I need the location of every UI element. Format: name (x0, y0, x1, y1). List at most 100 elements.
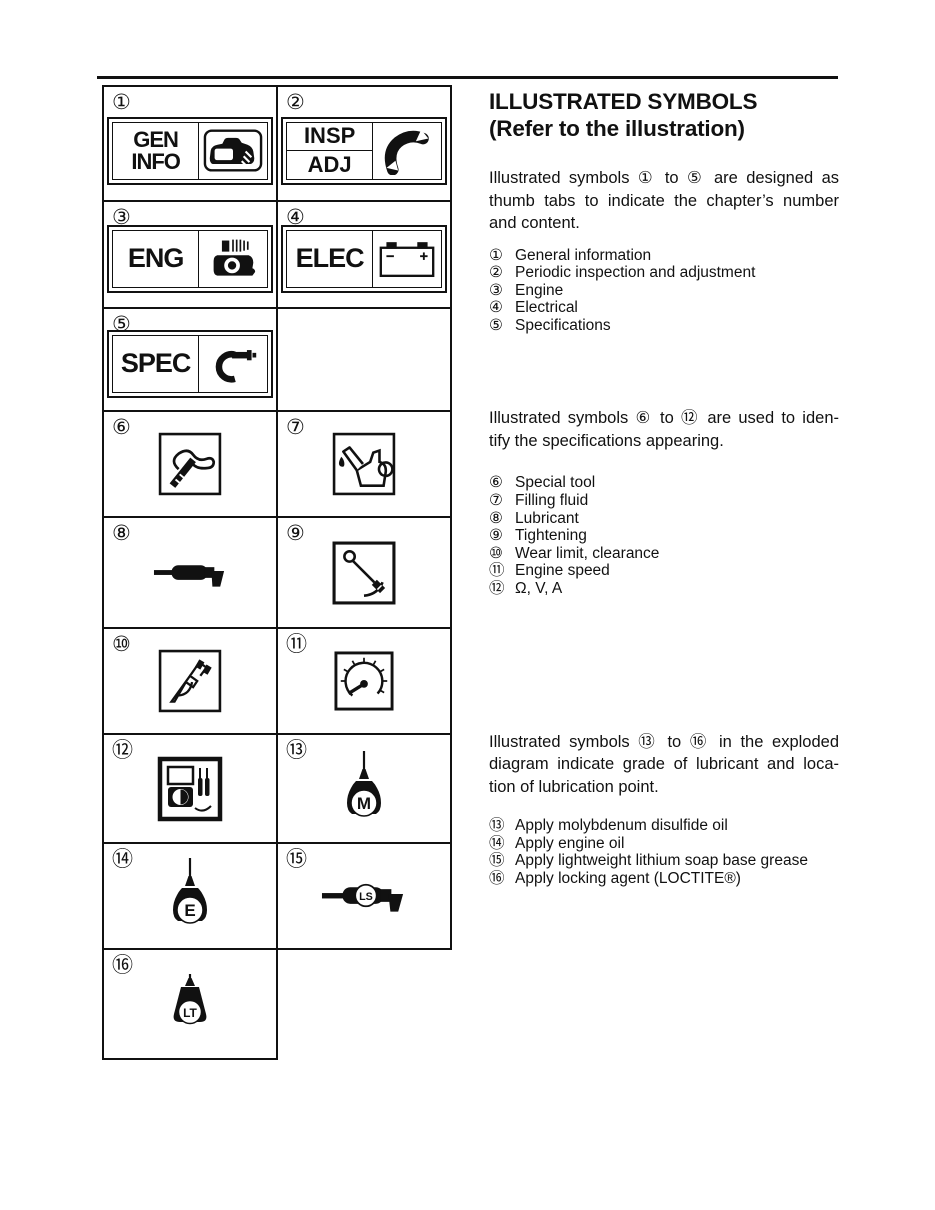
item-number: ⑪ (489, 562, 505, 580)
item-number: ② (489, 264, 503, 282)
item-label: Apply locking agent (LOCTITE®) (515, 869, 741, 887)
symbol-cell-16: ⑯ LT (104, 950, 278, 1060)
list-item: ⑩ Wear limit, clearance (489, 545, 839, 563)
tab-label: SPEC (113, 335, 200, 392)
content-column: ILLUSTRATED SYMBOLS (Refer to the illust… (489, 88, 839, 888)
symbol-cell-7: ⑦ (278, 412, 452, 518)
item-label: Specifications (515, 316, 611, 334)
list-item: ⑪ Engine speed (489, 562, 839, 580)
item-number: ① (489, 246, 503, 264)
cell-number: ⑦ (286, 416, 305, 439)
symbol-cell-1: ① GEN INFO (104, 87, 278, 202)
top-rule (97, 76, 838, 79)
item-label: Special tool (515, 474, 596, 492)
item-number: ④ (489, 299, 503, 317)
item-number: ⑥ (489, 474, 503, 492)
cell-number: ④ (286, 206, 305, 229)
chapter-tab-gen-info: GEN INFO (107, 116, 273, 185)
page-title: ILLUSTRATED SYMBOLS (489, 89, 758, 114)
cell-number: ⑨ (286, 522, 305, 545)
item-number: ⑤ (489, 316, 503, 334)
list-item: ⑦ Filling fluid (489, 492, 839, 510)
wrench-icon (373, 123, 441, 179)
cell-number: ⑭ (112, 848, 133, 871)
item-label: Lubricant (515, 509, 579, 527)
item-label: Ω, V, A (515, 580, 563, 598)
tab-label: GEN INFO (113, 122, 200, 179)
chapter-tab-spec: SPEC (107, 329, 273, 398)
item-number: ⑬ (489, 817, 505, 835)
vernier-caliper-icon (158, 649, 222, 713)
list-item: ⑧ Lubricant (489, 510, 839, 528)
list-item: ⑭ Apply engine oil (489, 835, 839, 853)
symbol-cell-5: ⑤ SPEC (104, 309, 278, 412)
tab-label: ENG (113, 230, 200, 287)
item-label: Engine speed (515, 562, 610, 580)
item-label: General information (515, 246, 652, 264)
item-number: ⑭ (489, 834, 505, 852)
item-label: Wear limit, clearance (515, 544, 660, 562)
item-label: Filling fluid (515, 492, 589, 510)
symbol-cell-12: ⑫ (104, 735, 278, 844)
cell-number: ⑩ (112, 633, 131, 656)
list-item: ④ Electrical (489, 299, 839, 317)
grease-gun-ls-icon: LS (321, 879, 407, 913)
item-number: ⑧ (489, 509, 503, 527)
cell-number: ⑫ (112, 739, 133, 762)
item-label: Engine (515, 281, 564, 299)
symbol-cell-14: ⑭ E (104, 844, 278, 950)
cell-number: ⑮ (286, 848, 307, 871)
loctite-bottle-icon: LT (162, 969, 218, 1039)
battery-icon (373, 231, 441, 287)
item-label: Apply molybdenum disulfide oil (515, 817, 728, 835)
list-item: ⑬ Apply molybdenum disulfide oil (489, 817, 839, 835)
micrometer-icon (199, 336, 267, 392)
list-item: ⑥ Special tool (489, 474, 839, 492)
symbol-list-chapters: ① General information ② Periodic inspect… (489, 247, 839, 335)
symbol-cell-6: ⑥ (104, 412, 278, 518)
item-label: Apply lightweight lithium soap base grea… (515, 852, 808, 870)
cell-number: ⑬ (286, 739, 307, 762)
chapter-tab-eng: ENG (107, 224, 273, 293)
item-number: ⑩ (489, 544, 503, 562)
symbol-list-lubricants: ⑬ Apply molybdenum disulfide oil ⑭ Apply… (489, 817, 839, 887)
special-tool-icon (158, 432, 222, 496)
torque-wrench-icon (332, 541, 396, 605)
item-label: Periodic inspection and adjustment (515, 264, 756, 282)
cell-number: ⑯ (112, 954, 133, 977)
symbol-cell-15: ⑮ LS (278, 844, 452, 950)
symbol-list-specs: ⑥ Special tool ⑦ Filling fluid ⑧ Lubrica… (489, 474, 839, 597)
item-number: ⑦ (489, 492, 503, 510)
symbol-cell-8: ⑧ (104, 518, 278, 629)
cell-number: ⑤ (112, 313, 131, 336)
item-label: Apply engine oil (515, 834, 625, 852)
motorcycle-icon (199, 123, 267, 179)
list-item: ③ Engine (489, 282, 839, 300)
ghost-cell (278, 950, 452, 1060)
oil-pitcher-icon (332, 432, 396, 496)
symbol-cell-13: ⑬ M (278, 735, 452, 844)
list-item: ⑤ Specifications (489, 317, 839, 335)
cell-number: ① (112, 91, 131, 114)
cell-number: ③ (112, 206, 131, 229)
empty-cell (278, 309, 452, 412)
paragraph-specifications: Illustrated symbols ⑥ to ⑫ are used to i… (489, 409, 839, 450)
chapter-tab-insp-adj: INSP ADJ (281, 116, 447, 185)
symbol-cell-4: ④ ELEC (278, 202, 452, 309)
item-number: ③ (489, 281, 503, 299)
grease-gun-icon (153, 558, 227, 588)
item-number: ⑨ (489, 527, 503, 545)
item-number: ⑫ (489, 580, 505, 598)
list-item: ① General information (489, 247, 839, 265)
multimeter-icon (157, 756, 223, 822)
cell-number: ⑧ (112, 522, 131, 545)
item-number: ⑯ (489, 869, 505, 887)
symbol-cell-3: ③ ENG (104, 202, 278, 309)
item-number: ⑮ (489, 852, 505, 870)
cell-number: ② (286, 91, 305, 114)
tab-label: ELEC (287, 230, 374, 287)
svg-text:LS: LS (359, 891, 373, 903)
svg-text:M: M (357, 794, 371, 813)
paragraph-thumb-tabs: Illustrated symbols ① to ⑤ are designed … (489, 169, 839, 232)
